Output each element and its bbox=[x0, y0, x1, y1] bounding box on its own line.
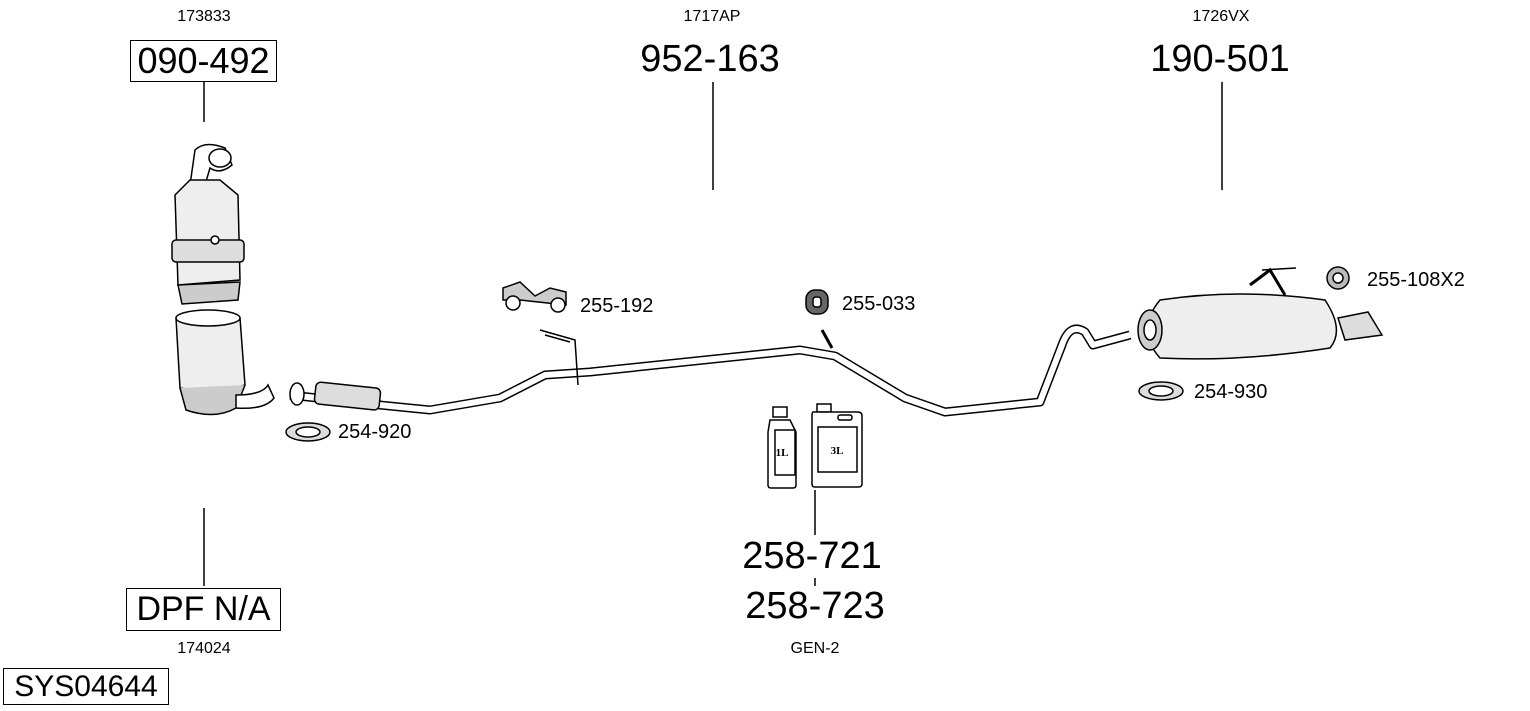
hanger-255-108-icon bbox=[1261, 266, 1350, 290]
ref-gen-2: GEN-2 bbox=[790, 640, 840, 657]
hanger-255-033-icon bbox=[805, 289, 829, 315]
bottle-3l-label: 3L bbox=[831, 445, 844, 457]
part-dpf-na[interactable]: DPF N/A bbox=[126, 588, 281, 631]
part-952-163[interactable]: 952-163 bbox=[640, 38, 780, 80]
bottle-1l-label: 1L bbox=[776, 447, 789, 459]
system-number: SYS04644 bbox=[3, 668, 169, 705]
exhaust-pipe-drawing bbox=[289, 324, 1132, 417]
part-190-501[interactable]: 190-501 bbox=[1150, 38, 1290, 80]
part-255-108x2[interactable]: 255-108X2 bbox=[1367, 269, 1465, 291]
part-254-930[interactable]: 254-930 bbox=[1194, 381, 1268, 403]
ref-174024: 174024 bbox=[177, 640, 231, 657]
part-255-192[interactable]: 255-192 bbox=[580, 295, 654, 317]
part-255-033[interactable]: 255-033 bbox=[842, 293, 916, 315]
clamp-254-920-icon bbox=[285, 422, 331, 442]
part-258-721[interactable]: 258-721 bbox=[742, 535, 882, 577]
additive-bottle-1l-icon bbox=[767, 406, 797, 489]
part-090-492[interactable]: 090-492 bbox=[130, 40, 277, 82]
part-254-920[interactable]: 254-920 bbox=[338, 421, 412, 443]
ref-1726vx: 1726VX bbox=[1192, 8, 1250, 25]
ref-173833: 173833 bbox=[177, 8, 231, 25]
additive-can-3l-icon bbox=[811, 403, 863, 488]
hanger-255-192-icon bbox=[502, 281, 567, 313]
clamp-254-930-icon bbox=[1138, 381, 1184, 401]
catalytic-converter-drawing bbox=[171, 143, 275, 416]
rear-silencer-drawing bbox=[1137, 267, 1384, 360]
ref-1717ap: 1717AP bbox=[683, 8, 741, 25]
part-258-723[interactable]: 258-723 bbox=[745, 585, 885, 627]
